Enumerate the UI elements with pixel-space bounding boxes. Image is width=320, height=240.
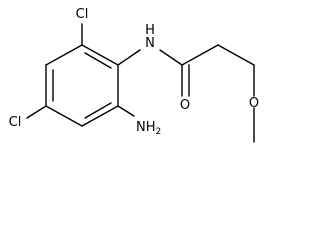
bond-nh-carbonyl [159, 49, 183, 66]
atom-cl-top: Cl [76, 7, 89, 22]
bond-ring-nh [117, 49, 141, 66]
bond-chain-1 [181, 44, 219, 66]
ring-bond-1 [81, 44, 119, 66]
atom-nh2: NH2 [136, 120, 161, 137]
bond-nh2 [117, 105, 135, 117]
atom-n: N [145, 36, 155, 51]
bond-cl-left [26, 105, 47, 119]
atom-o-ether: O [249, 96, 259, 111]
ring-bond-6 [45, 44, 83, 66]
ring-bond-3 [81, 105, 119, 127]
ring-bond-4 [45, 105, 83, 127]
ring-double-2 [84, 102, 112, 119]
atom-n-h: H [145, 23, 155, 38]
bond-chain-2 [217, 44, 255, 66]
benzene-ring [45, 44, 119, 127]
molecule-diagram: Cl Cl N H NH2 O O [8, 7, 260, 143]
structure-svg: Cl Cl N H NH2 O O [9, 7, 259, 143]
atom-o-carbonyl: O [180, 98, 190, 113]
atom-cl-left: Cl [9, 115, 22, 130]
ring-double-1 [84, 52, 112, 69]
